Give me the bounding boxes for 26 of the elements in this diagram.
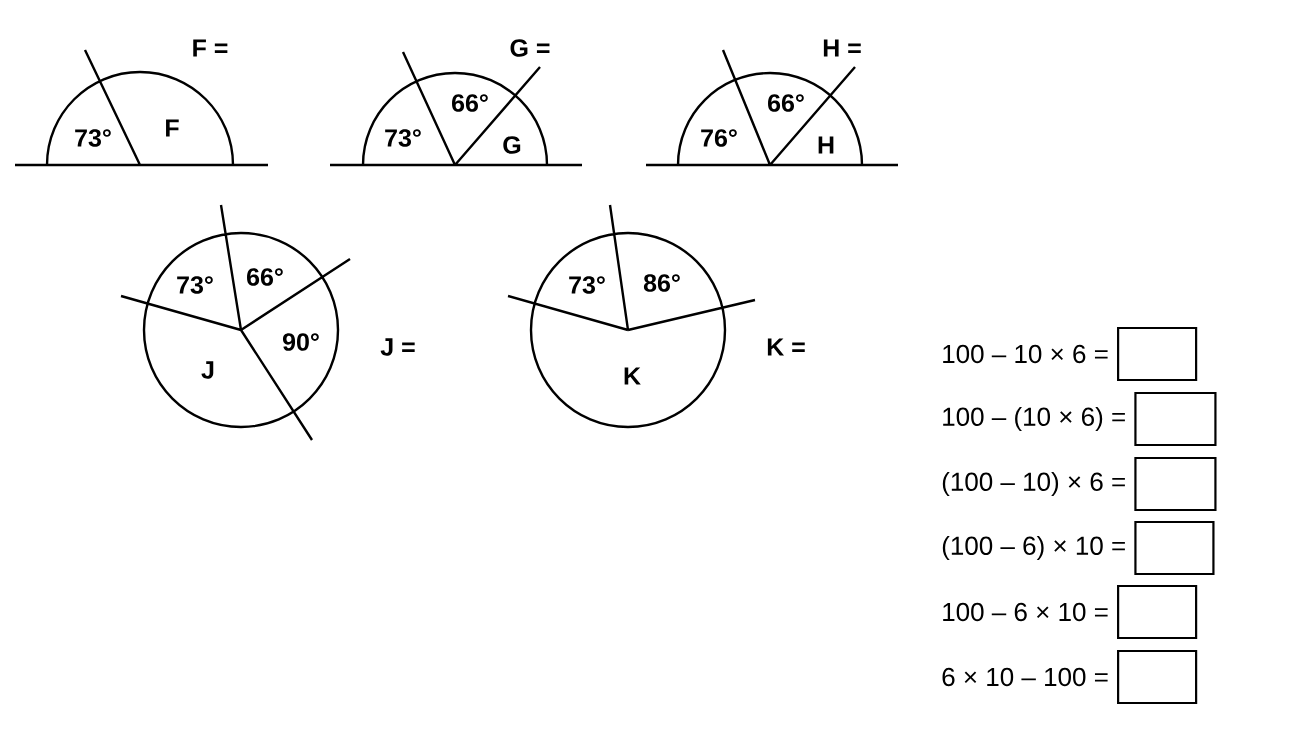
answer-prompt: H = (823, 39, 861, 57)
equation: 100 – (10 × 6) = (943, 406, 1125, 432)
angle-label: 66° (452, 94, 488, 112)
answer-prompt: F = (193, 39, 228, 57)
angle-letter: H (818, 136, 834, 154)
angle-label: 73° (385, 129, 421, 147)
angle-letter: F (166, 119, 179, 137)
angle-label: 73° (75, 129, 111, 147)
angle-label: 66° (768, 94, 804, 112)
angle-label: 76° (701, 129, 737, 147)
equation: (100 – 6) × 10 = (942, 535, 1125, 561)
angle-label: 73° (569, 276, 605, 294)
answer-prompt: J = (380, 338, 415, 356)
angle-label: 66° (247, 268, 283, 286)
answer-prompt: G = (510, 39, 550, 57)
answer-prompt: K = (767, 338, 805, 356)
equation: 100 – 6 × 10 = (943, 602, 1108, 622)
equation: (100 – 10) × 6 = (942, 471, 1125, 497)
equation: 6 × 10 – 100 = (942, 667, 1108, 687)
angle-label: 86° (643, 274, 680, 292)
angle-label: 73° (177, 276, 213, 294)
angle-letter: G (503, 136, 521, 154)
angle-letter: J (201, 361, 214, 379)
equation: 100 – 10 × 6 = (943, 344, 1108, 364)
angle-label: 90° (282, 333, 319, 351)
angle-letter: K (624, 367, 641, 385)
